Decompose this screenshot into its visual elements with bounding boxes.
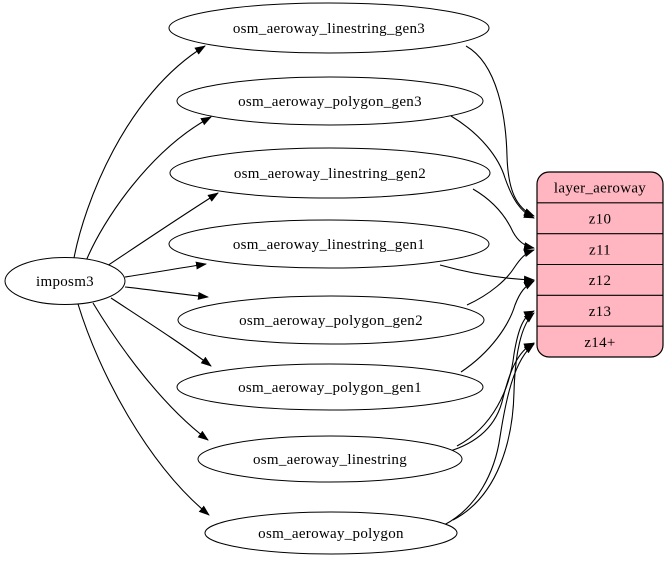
edge-polygon-z13 <box>452 312 535 521</box>
node-label: osm_aeroway_polygon_gen2 <box>239 313 423 329</box>
node-shape <box>168 219 490 269</box>
node-osm-aeroway-linestring-gen3: osm_aeroway_linestring_gen3 <box>168 2 490 54</box>
edge-imposm3-polygon-gen3 <box>85 116 212 262</box>
node-label: osm_aeroway_linestring <box>253 452 407 468</box>
edge-imposm3-linestring-gen3 <box>73 45 206 259</box>
node-osm-aeroway-polygon-gen2: osm_aeroway_polygon_gen2 <box>177 295 485 345</box>
node-shape <box>169 147 491 199</box>
node-shape <box>168 2 490 54</box>
edge-imposm3-polygon-gen2 <box>124 286 209 300</box>
node-osm-aeroway-polygon-gen1: osm_aeroway_polygon_gen1 <box>176 363 484 411</box>
node-label: osm_aeroway_polygon_gen3 <box>238 94 422 110</box>
edge-imposm3-polygon-gen1 <box>110 297 212 367</box>
edge-linestring-z14 <box>446 342 535 453</box>
node-shape <box>177 295 485 345</box>
node-osm-aeroway-linestring: osm_aeroway_linestring <box>197 435 463 483</box>
node-osm-aeroway-linestring-gen1: osm_aeroway_linestring_gen1 <box>168 219 490 269</box>
node-label: osm_aeroway_polygon_gen1 <box>238 380 422 396</box>
layer-row-z12: z12 <box>589 273 612 289</box>
layer-row-z13: z13 <box>589 304 612 320</box>
layer-row-z11: z11 <box>589 242 611 258</box>
edge-imposm3-linestring-gen2 <box>103 192 219 269</box>
node-label: osm_aeroway_linestring_gen2 <box>234 166 426 182</box>
layer-aeroway-table: layer_aeroway z10 z11 z12 z13 z14+ <box>536 171 664 358</box>
edge-linestring-gen2-z11 <box>472 188 535 250</box>
node-imposm3: imposm3 <box>4 257 126 305</box>
node-shape <box>176 76 484 126</box>
node-osm-aeroway-polygon: osm_aeroway_polygon <box>204 511 458 555</box>
edge-imposm3-linestring <box>92 302 209 441</box>
node-osm-aeroway-linestring-gen2: osm_aeroway_linestring_gen2 <box>169 147 491 199</box>
layer-row-z14: z14+ <box>584 335 615 351</box>
edge-polygon-z14 <box>443 343 535 526</box>
node-imposm3-shape <box>4 257 126 305</box>
node-osm-aeroway-polygon-gen3: osm_aeroway_polygon_gen3 <box>176 76 484 126</box>
edge-polygon-gen1-z12 <box>460 280 535 373</box>
node-imposm3-label: imposm3 <box>36 274 94 290</box>
edges-to-layer <box>439 45 535 526</box>
layer-aeroway-title: layer_aeroway <box>554 181 646 197</box>
edge-imposm3-linestring-gen1 <box>124 261 207 278</box>
node-label: osm_aeroway_polygon <box>258 526 404 542</box>
node-shape <box>197 435 463 483</box>
edge-polygon-gen2-z11 <box>466 249 535 306</box>
edge-linestring-gen3-z10 <box>465 45 535 217</box>
edges-from-source <box>73 45 219 516</box>
layer-row-z10: z10 <box>589 212 612 228</box>
node-shape <box>176 363 484 411</box>
node-label: osm_aeroway_linestring_gen3 <box>233 21 425 37</box>
edge-imposm3-polygon <box>77 303 210 516</box>
edge-linestring-gen1-z12 <box>439 264 535 284</box>
edge-polygon-gen3-z10 <box>450 115 535 219</box>
node-label: osm_aeroway_linestring_gen1 <box>233 237 425 253</box>
node-shape <box>204 511 458 555</box>
